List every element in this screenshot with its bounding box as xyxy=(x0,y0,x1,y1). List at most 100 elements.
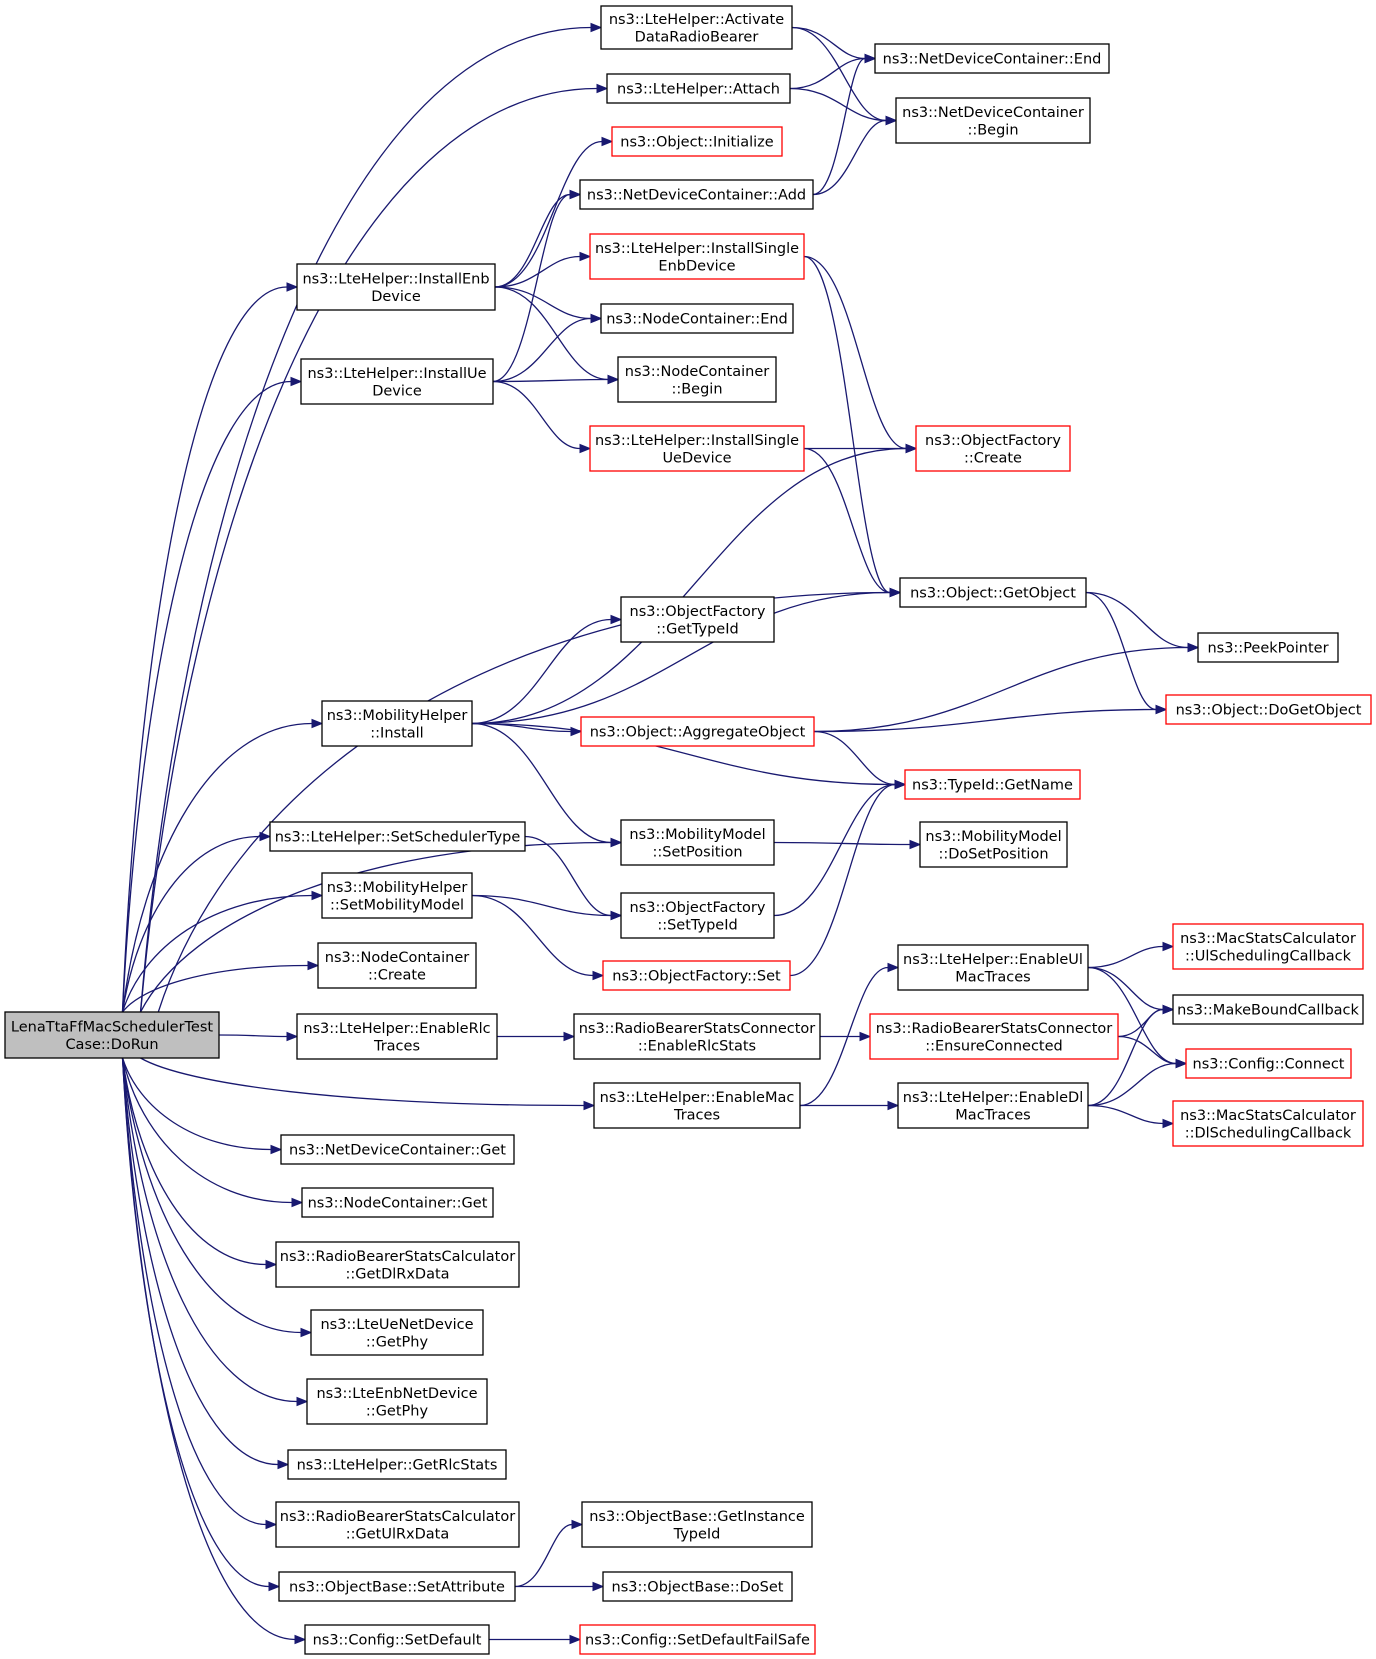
node-msc-dl[interactable]: ns3::MacStatsCalculator::DlSchedulingCal… xyxy=(1172,1100,1364,1147)
node-aggregate[interactable]: ns3::Object::AggregateObject xyxy=(580,716,815,747)
node-label: ::Install xyxy=(370,725,423,741)
node-of-settypeid[interactable]: ns3::ObjectFactory::SetTypeId xyxy=(620,892,775,939)
node-label: ns3::MacStatsCalculator xyxy=(1180,931,1356,947)
edge-line xyxy=(813,730,896,786)
call-edge-install_enb-to-nc_begin xyxy=(494,286,620,385)
call-edge-aggregate-to-dogetobject xyxy=(813,704,1168,733)
node-ob-setattr[interactable]: ns3::ObjectBase::SetAttribute xyxy=(278,1571,516,1602)
edge-line xyxy=(1087,1104,1164,1125)
node-mm-dosetpos[interactable]: ns3::MobilityModel::DoSetPosition xyxy=(919,821,1068,868)
call-edge-aggregate-to-typeid_getname xyxy=(813,730,907,790)
call-edge-root-to-get_object xyxy=(157,587,902,1013)
edge-line xyxy=(121,1057,298,1403)
node-ndc-get[interactable]: ns3::NetDeviceContainer::Get xyxy=(280,1134,515,1165)
node-label: ::SetPosition xyxy=(652,844,742,860)
node-ndc-add[interactable]: ns3::NetDeviceContainer::Add xyxy=(579,179,814,210)
call-edge-cfg_setdefault-to-cfg_failsafe xyxy=(489,1634,582,1645)
edge-line xyxy=(812,119,887,196)
arrowhead-icon xyxy=(268,1581,281,1592)
node-label: Device xyxy=(372,383,422,399)
node-config-connect[interactable]: ns3::Config::Connect xyxy=(1185,1048,1352,1079)
node-cfg-setdefault[interactable]: ns3::Config::SetDefault xyxy=(304,1624,490,1655)
node-box xyxy=(1172,1100,1364,1147)
node-nc-begin[interactable]: ns3::NodeContainer::Begin xyxy=(617,356,777,403)
edge-line xyxy=(121,1057,296,1641)
node-label: ns3::MobilityHelper xyxy=(327,708,468,724)
node-label: ns3::TypeId::GetName xyxy=(912,778,1073,794)
node-ndc-end[interactable]: ns3::NetDeviceContainer::End xyxy=(874,43,1110,74)
node-box xyxy=(1197,632,1339,663)
node-ob-doset[interactable]: ns3::ObjectBase::DoSet xyxy=(602,1571,793,1602)
node-label: ns3::Config::Connect xyxy=(1193,1057,1345,1073)
node-msc-ul[interactable]: ns3::MacStatsCalculator::UlSchedulingCal… xyxy=(1172,923,1364,970)
node-box xyxy=(300,358,494,405)
node-nc-create[interactable]: ns3::NodeContainer::Create xyxy=(317,942,477,989)
node-rbsc-enable-rlc[interactable]: ns3::RadioBearerStatsConnector::EnableRl… xyxy=(573,1013,821,1060)
edge-line xyxy=(121,1057,293,1204)
arrowhead-icon xyxy=(265,1519,278,1530)
node-ndc-begin[interactable]: ns3::NetDeviceContainer::Begin xyxy=(895,97,1091,144)
node-dogetobject[interactable]: ns3::Object::DoGetObject xyxy=(1165,694,1372,725)
arrowhead-icon xyxy=(300,1327,313,1338)
arrowhead-icon xyxy=(592,970,605,981)
call-edge-root-to-rbs_dlrx xyxy=(121,1057,278,1270)
arrowhead-icon xyxy=(579,443,592,454)
node-of-gettypeid[interactable]: ns3::ObjectFactory::GetTypeId xyxy=(620,596,775,643)
node-label: ns3::Object::AggregateObject xyxy=(590,725,806,741)
call-edge-root-to-attach xyxy=(139,83,609,1013)
node-label: ns3::LteHelper::InstallUe xyxy=(307,366,486,382)
node-label: DataRadioBearer xyxy=(635,29,759,45)
node-box xyxy=(620,819,775,866)
node-label: ns3::Object::GetObject xyxy=(910,586,1076,602)
node-label: ns3::PeekPointer xyxy=(1207,641,1328,657)
node-set-mob-model[interactable]: ns3::MobilityHelper::SetMobilityModel xyxy=(321,872,473,919)
edge-line xyxy=(122,964,309,1013)
edge-line xyxy=(121,894,313,1013)
node-peek[interactable]: ns3::PeekPointer xyxy=(1197,632,1339,663)
node-box xyxy=(321,700,473,747)
call-edge-ndc_add-to-ndc_end xyxy=(812,53,877,196)
node-label: ns3::Config::SetDefault xyxy=(313,1633,482,1649)
node-nc-end[interactable]: ns3::NodeContainer::End xyxy=(600,303,794,334)
node-nc-get[interactable]: ns3::NodeContainer::Get xyxy=(301,1187,494,1218)
call-edge-mob_install-to-of_create xyxy=(471,443,918,725)
node-make-bound[interactable]: ns3::MakeBoundCallback xyxy=(1172,994,1364,1025)
call-edge-root-to-cfg_setdefault xyxy=(121,1057,307,1645)
node-of-set[interactable]: ns3::ObjectFactory::Set xyxy=(602,960,791,991)
node-of-create[interactable]: ns3::ObjectFactory::Create xyxy=(915,425,1071,472)
node-attach[interactable]: ns3::LteHelper::Attach xyxy=(606,73,791,104)
node-get-object[interactable]: ns3::Object::GetObject xyxy=(899,577,1087,608)
node-obj-init[interactable]: ns3::Object::Initialize xyxy=(611,126,783,157)
node-rbs-ulrx[interactable]: ns3::RadioBearerStatsCalculator::GetUlRx… xyxy=(275,1501,520,1548)
node-enb-getphy[interactable]: ns3::LteEnbNetDevice::GetPhy xyxy=(306,1378,488,1425)
node-mob-install[interactable]: ns3::MobilityHelper::Install xyxy=(321,700,473,747)
node-ue-getphy[interactable]: ns3::LteUeNetDevice::GetPhy xyxy=(310,1309,484,1356)
node-rbsc-ensure[interactable]: ns3::RadioBearerStatsConnector::EnsureCo… xyxy=(869,1013,1119,1060)
node-set-sched[interactable]: ns3::LteHelper::SetSchedulerType xyxy=(269,821,526,852)
node-rbs-dlrx[interactable]: ns3::RadioBearerStatsCalculator::GetDlRx… xyxy=(275,1241,520,1288)
edge-line xyxy=(514,1523,573,1588)
node-mm-setpos[interactable]: ns3::MobilityModel::SetPosition xyxy=(620,819,775,866)
call-edge-root-to-get_rlc xyxy=(121,1057,290,1470)
call-edge-root-to-enable_mac xyxy=(140,1057,596,1111)
node-label: ns3::ObjectFactory xyxy=(925,433,1061,449)
call-edge-install_enb-to-nc_end xyxy=(494,286,603,324)
node-label: ns3::RadioBearerStatsCalculator xyxy=(280,1249,515,1265)
node-cfg-failsafe[interactable]: ns3::Config::SetDefaultFailSafe xyxy=(579,1624,816,1655)
call-edge-enable_ul_mac-to-msc_ul xyxy=(1087,941,1175,969)
node-get-rlc[interactable]: ns3::LteHelper::GetRlcStats xyxy=(287,1449,507,1480)
node-typeid-getname[interactable]: ns3::TypeId::GetName xyxy=(904,769,1081,800)
node-box xyxy=(602,960,791,991)
